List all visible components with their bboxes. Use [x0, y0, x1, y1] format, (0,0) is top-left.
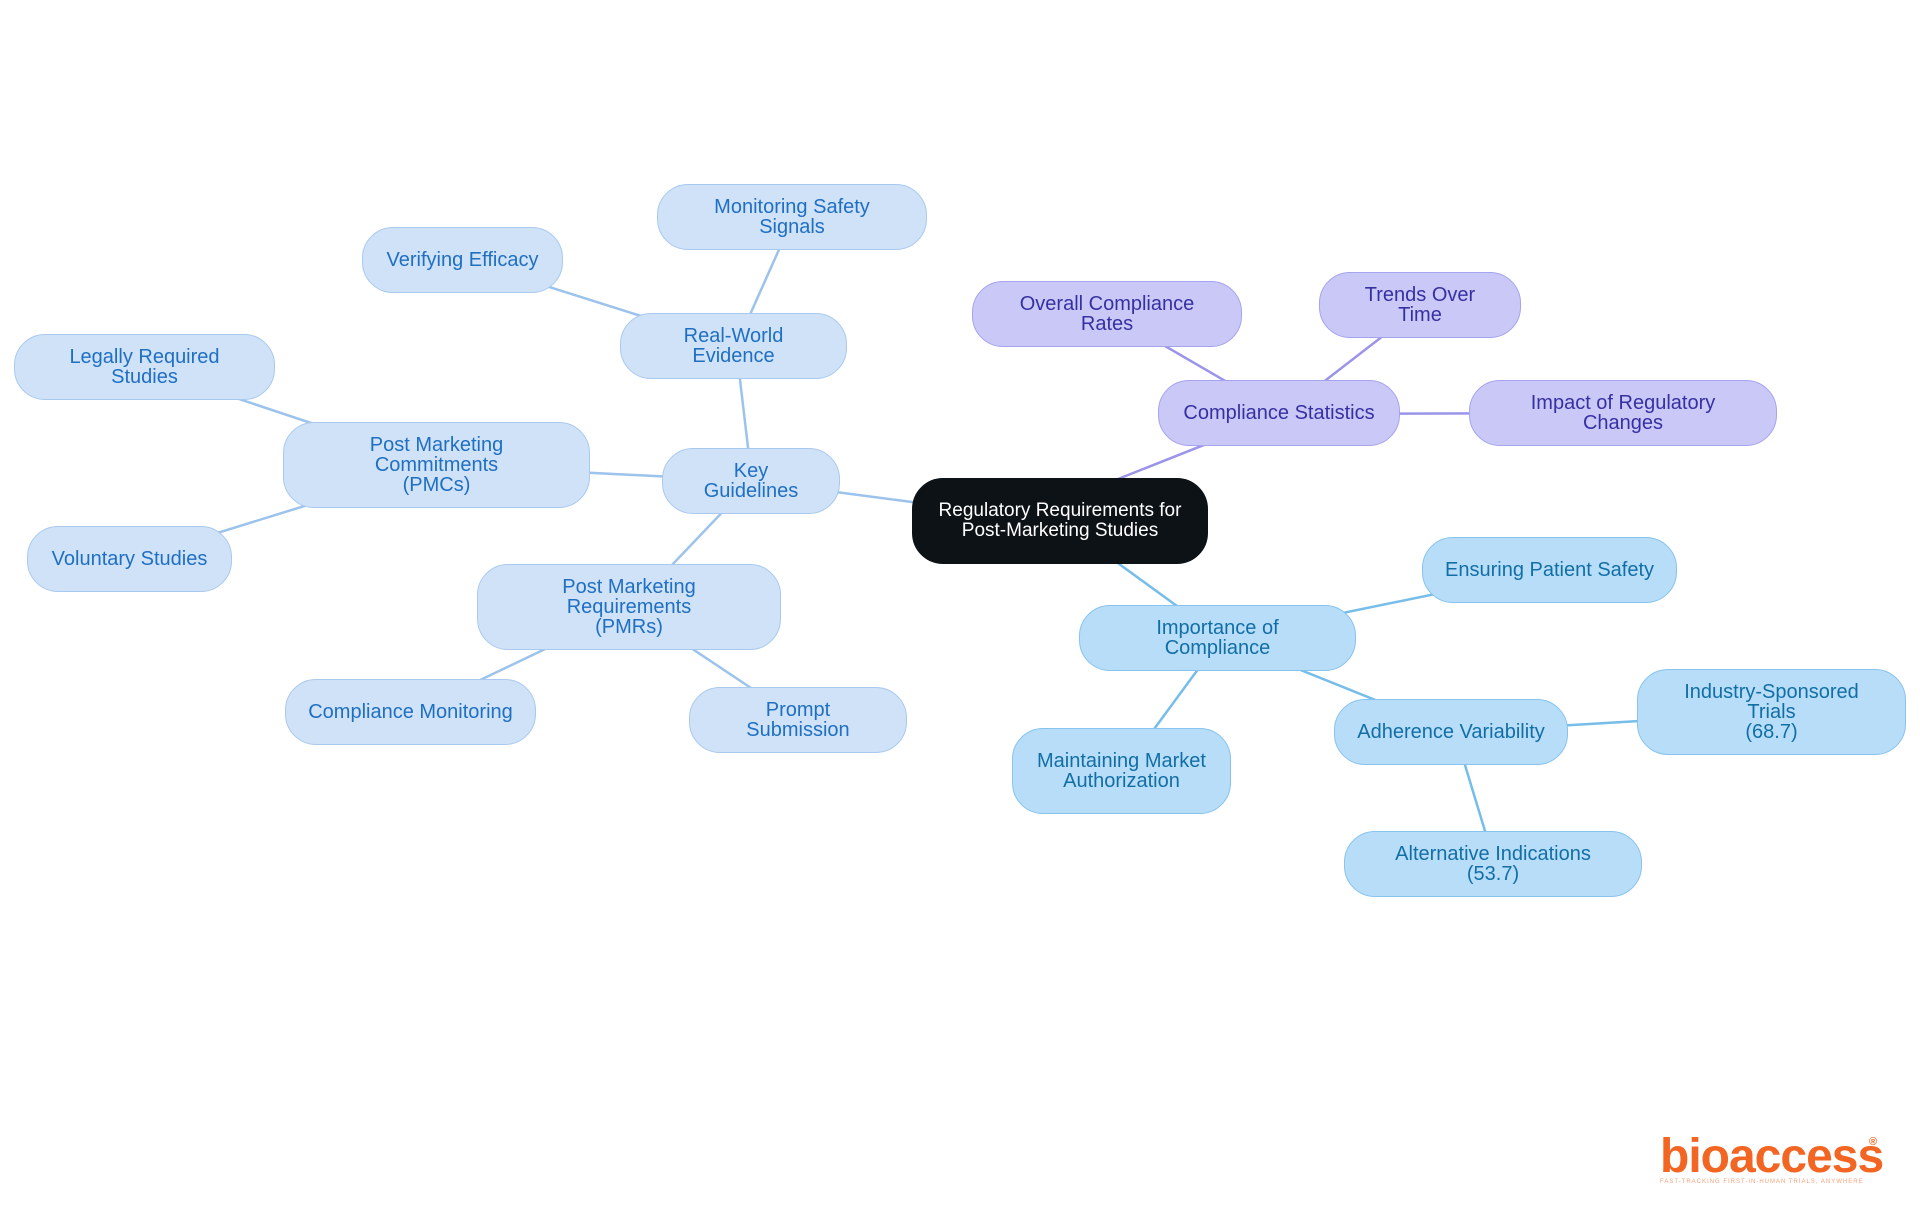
node-compliance-statistics[interactable]: Compliance Statistics — [1158, 380, 1400, 446]
node-maintaining-market-authorization[interactable]: Maintaining Market Authorization — [1012, 728, 1231, 814]
node-monitoring-safety-signals[interactable]: Monitoring Safety Signals — [657, 184, 927, 250]
node-alternative-indications[interactable]: Alternative Indications (53.7) — [1344, 831, 1642, 897]
bioaccess-logo: bioaccess ® FAST-TRACKING FIRST-IN-HUMAN… — [1660, 1130, 1884, 1186]
root-node[interactable]: Regulatory Requirements for Post-Marketi… — [912, 478, 1208, 564]
logo-tagline: FAST-TRACKING FIRST-IN-HUMAN TRIALS, ANY… — [1660, 1179, 1864, 1185]
node-compliance-monitoring[interactable]: Compliance Monitoring — [285, 679, 536, 745]
node-prompt-submission[interactable]: Prompt Submission — [689, 687, 907, 753]
node-trends-over-time[interactable]: Trends Over Time — [1319, 272, 1521, 338]
node-industry-sponsored-trials[interactable]: Industry-Sponsored Trials (68.7) — [1637, 669, 1906, 755]
node-overall-compliance-rates[interactable]: Overall Compliance Rates — [972, 281, 1242, 347]
node-real-world-evidence[interactable]: Real-World Evidence — [620, 313, 847, 379]
node-verifying-efficacy[interactable]: Verifying Efficacy — [362, 227, 563, 293]
registered-mark-icon: ® — [1869, 1136, 1878, 1148]
node-legally-required-studies[interactable]: Legally Required Studies — [14, 334, 275, 400]
node-ensuring-patient-safety[interactable]: Ensuring Patient Safety — [1422, 537, 1677, 603]
node-voluntary-studies[interactable]: Voluntary Studies — [27, 526, 232, 592]
logo-wordmark: bioaccess — [1660, 1130, 1884, 1183]
node-importance-of-compliance[interactable]: Importance of Compliance — [1079, 605, 1356, 671]
node-adherence-variability[interactable]: Adherence Variability — [1334, 699, 1568, 765]
node-post-marketing-commitments[interactable]: Post Marketing Commitments (PMCs) — [283, 422, 590, 508]
node-post-marketing-requirements[interactable]: Post Marketing Requirements (PMRs) — [477, 564, 781, 650]
node-impact-of-regulatory-changes[interactable]: Impact of Regulatory Changes — [1469, 380, 1777, 446]
node-key-guidelines[interactable]: Key Guidelines — [662, 448, 840, 514]
